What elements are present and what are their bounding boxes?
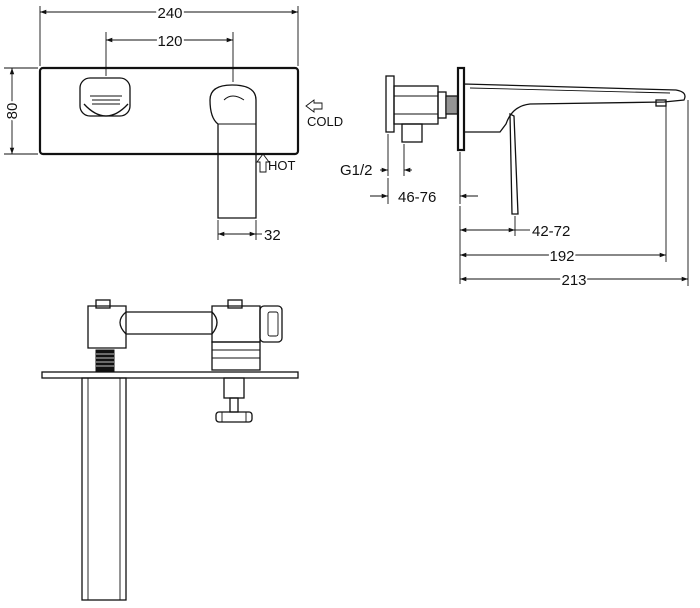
dim-thread: G1/2: [340, 134, 412, 179]
dim-overall-depth-label: 213: [561, 272, 586, 289]
dim-plate-height: 80: [2, 67, 38, 155]
hot-indicator: HOT: [256, 153, 296, 173]
dim-plate-height-label: 80: [4, 103, 21, 120]
hot-label: HOT: [268, 158, 296, 173]
side-valve-body: [385, 75, 459, 143]
side-view: G1/2 46-76 42-72 192 213: [340, 66, 689, 291]
dim-lever-offset: 42-72: [459, 206, 570, 284]
front-view: 240 120 80 32 COLD: [2, 3, 343, 244]
dim-handle-width: 32: [217, 220, 281, 244]
front-spout: [209, 84, 257, 219]
dim-spout-reach: 192: [460, 106, 667, 267]
side-spout: [463, 83, 686, 133]
dim-lever-offset-label: 42-72: [532, 223, 570, 240]
dim-thread-label: G1/2: [340, 162, 373, 179]
dim-spout-reach-label: 192: [549, 248, 574, 265]
dim-handle-spacing: 120: [105, 31, 234, 82]
cold-arrow-icon: [305, 99, 323, 113]
dim-handle-width-label: 32: [264, 227, 281, 244]
front-wall-plate: [38, 66, 300, 156]
dim-plate-width: 240: [39, 3, 299, 66]
top-wall-plate: [41, 371, 299, 379]
dim-plate-width-label: 240: [157, 5, 182, 22]
side-wall-plate: [456, 66, 466, 152]
top-spout: [81, 377, 127, 601]
top-thread: [95, 349, 115, 373]
cold-indicator: COLD: [305, 99, 343, 129]
dim-overall-depth: 213: [460, 100, 689, 291]
hot-arrow-icon: [256, 153, 270, 173]
cold-label: COLD: [307, 114, 343, 129]
top-view: [41, 299, 299, 601]
dim-wall-depth-label: 46-76: [398, 189, 436, 206]
side-thread: [447, 96, 457, 114]
dim-handle-spacing-label: 120: [157, 33, 182, 50]
top-stem: [215, 377, 253, 423]
front-control-handle: [79, 77, 131, 117]
top-valve-body: [87, 299, 283, 371]
dim-wall-depth: 46-76: [370, 152, 478, 206]
side-lever: [509, 112, 519, 215]
